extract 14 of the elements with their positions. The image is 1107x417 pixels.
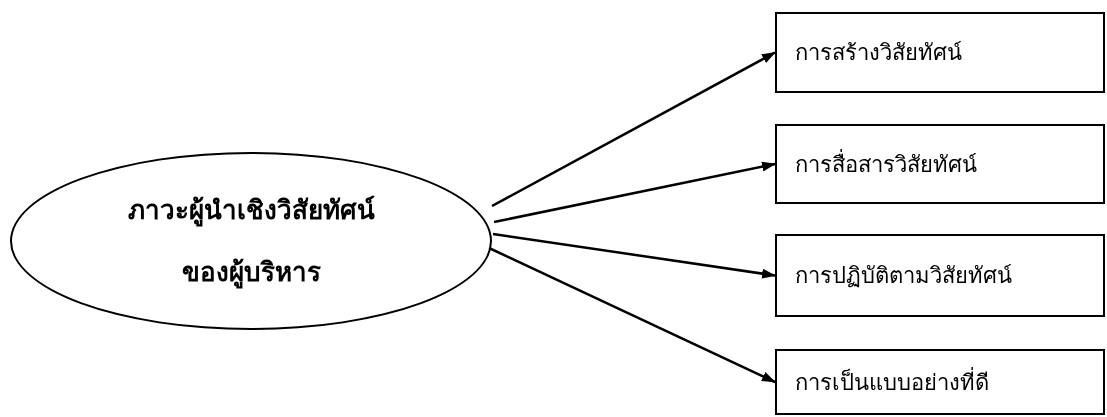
arrow [493,161,776,224]
ellipse-node [10,152,492,330]
node-title: ภาวะผู้นำเชิงวิสัยทัศน์ ของผู้บริหาร [126,194,376,291]
arrow [492,232,776,279]
process-box [775,124,1105,204]
box-label: การเป็นแบบอย่างที่ดี [795,366,989,397]
process-box [775,12,1105,93]
process-box [775,349,1105,415]
box-label: การสื่อสารวิสัยทัศน์ [795,148,977,179]
process-box [775,234,1105,317]
box-label: การสร้างวิสัยทัศน์ [795,39,962,67]
arrow [488,246,776,384]
box-label: การปฏิบัติตามวิสัยทัศน์ [795,262,1012,290]
arrow [491,51,776,208]
